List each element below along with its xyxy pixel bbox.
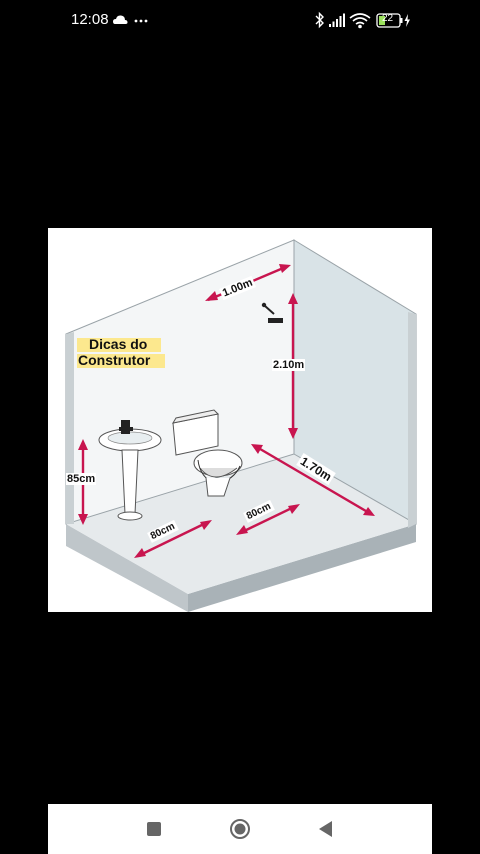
more-dots-icon <box>134 19 148 23</box>
square-icon <box>147 822 161 836</box>
status-left-icons <box>113 15 148 24</box>
title-line1: Dicas do <box>89 336 148 352</box>
right-wall-edge <box>408 312 416 528</box>
status-time: 12:08 <box>71 11 109 28</box>
battery-level: 22 <box>382 13 394 24</box>
sink-icon <box>98 420 162 521</box>
navigation-bar <box>48 804 432 854</box>
status-right-icons <box>315 11 410 29</box>
dim-label-sink-height: 85cm <box>66 473 97 485</box>
signal-icon <box>329 13 345 27</box>
cloud-icon <box>113 15 128 24</box>
title-block <box>77 338 165 368</box>
battery-icon <box>376 13 403 28</box>
back-button[interactable] <box>301 804 351 854</box>
title-line2: Construtor <box>78 352 151 368</box>
status-bar: 12:08 <box>0 0 480 40</box>
shower-head-icon <box>261 302 283 323</box>
bathroom-diagram-image: Dicas do Construtor 1.00m 2.10m 1.70m 85… <box>48 228 432 612</box>
charging-icon <box>404 14 410 27</box>
home-button[interactable] <box>215 804 265 854</box>
wifi-icon <box>349 13 371 29</box>
back-triangle-icon <box>319 821 332 837</box>
recents-button[interactable] <box>129 804 179 854</box>
floor-slab-front-left <box>66 524 188 612</box>
left-wall-edge <box>66 332 74 524</box>
toilet-icon <box>171 409 243 497</box>
home-circle-icon <box>230 819 250 839</box>
floor-slab-front-right <box>188 524 416 612</box>
bluetooth-icon <box>315 11 324 29</box>
bathroom-illustration <box>65 239 417 612</box>
dim-label-height: 2.10m <box>272 359 306 371</box>
